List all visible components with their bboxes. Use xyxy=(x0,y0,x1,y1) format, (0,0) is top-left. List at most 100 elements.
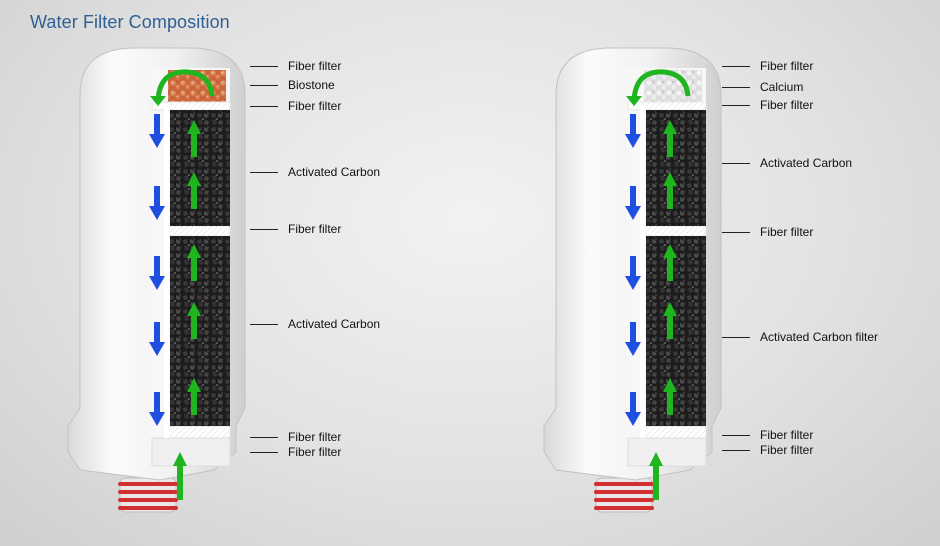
up-flow-arrow-2-head xyxy=(187,172,201,186)
up-flow-arrow-5-shaft xyxy=(667,391,673,415)
up-flow-arrow-4-head xyxy=(187,302,201,316)
fiber-layer-bottom xyxy=(643,425,707,439)
up-flow-arrow-2-shaft xyxy=(191,185,197,209)
down-flow-arrow-5-head xyxy=(625,412,641,426)
layer-label-text: Fiber filter xyxy=(288,59,342,73)
up-flow-arrow-5-head xyxy=(187,378,201,392)
seal-ring-4 xyxy=(594,506,654,510)
activated-carbon-upper xyxy=(646,110,706,226)
center-tube-wall xyxy=(640,104,645,438)
layer-label-text: Fiber filter xyxy=(760,428,814,442)
leader-line xyxy=(722,162,750,164)
inlet-flow-arrow-tail xyxy=(653,488,659,500)
layer-label-text: Fiber filter xyxy=(288,430,342,444)
leader-line xyxy=(722,65,750,67)
fiber-layer-upper xyxy=(151,101,231,111)
filter-cartridge-2 xyxy=(543,47,722,513)
down-flow-arrow-3-shaft xyxy=(154,256,160,278)
down-flow-arrow-5-shaft xyxy=(630,392,636,414)
leader-line xyxy=(250,323,278,325)
up-flow-arrow-1-shaft xyxy=(191,133,197,157)
seal-ring-1 xyxy=(118,482,178,486)
down-flow-arrow-1-head xyxy=(149,134,165,148)
layer-label-1-8: Fiber filter xyxy=(250,445,341,459)
leader-line xyxy=(722,449,750,451)
up-flow-arrow-3-shaft xyxy=(191,257,197,281)
up-flow-arrow-4-shaft xyxy=(667,315,673,339)
down-flow-arrow-4-head xyxy=(149,342,165,356)
return-flow-arc-head xyxy=(150,96,166,106)
layer-label-text: Fiber filter xyxy=(288,222,342,236)
layer-label-text: Activated Carbon xyxy=(760,156,853,170)
fiber-layer-base xyxy=(151,437,231,467)
fiber-layer-upper xyxy=(627,101,707,111)
down-flow-arrow-3-shaft xyxy=(630,256,636,278)
leader-line xyxy=(250,65,278,67)
layer-label-text: Fiber filter xyxy=(760,443,814,457)
leader-line xyxy=(250,451,278,453)
leader-line xyxy=(722,104,750,106)
inlet-flow-arrow-shaft xyxy=(653,465,659,489)
layer-label-text: Fiber filter xyxy=(760,98,814,112)
leader-line xyxy=(722,434,750,436)
fiber-layer-base xyxy=(627,437,707,467)
return-flow-arc-head xyxy=(626,96,642,106)
up-flow-arrow-1-head xyxy=(663,120,677,134)
leader-line xyxy=(250,105,278,107)
leader-line xyxy=(722,86,750,88)
layer-label-1-2: Biostone xyxy=(250,78,335,92)
seal-ring-1 xyxy=(594,482,654,486)
leader-line xyxy=(722,336,750,338)
seal-ring-3 xyxy=(118,498,178,502)
leader-line xyxy=(250,228,278,230)
seal-ring-2 xyxy=(594,490,654,494)
return-flow-arc xyxy=(155,69,215,101)
down-flow-arrow-1-shaft xyxy=(630,114,636,136)
layer-label-1-6: Activated Carbon xyxy=(250,317,380,331)
up-flow-arrow-1-shaft xyxy=(667,133,673,157)
filter-cartridge-1 xyxy=(67,47,246,513)
up-flow-arrow-2-shaft xyxy=(667,185,673,209)
layer-label-2-5: Fiber filter xyxy=(722,225,813,239)
inlet-flow-arrow-head xyxy=(173,452,187,466)
down-flow-arrow-3-head xyxy=(625,276,641,290)
layer-label-2-6: Activated Carbon filter xyxy=(722,330,878,344)
leader-line xyxy=(250,436,278,438)
down-flow-arrow-4-head xyxy=(625,342,641,356)
layer-label-text: Fiber filter xyxy=(760,225,814,239)
layer-label-text: Fiber filter xyxy=(288,445,342,459)
fiber-layer-middle xyxy=(167,225,231,237)
up-flow-arrow-5-head xyxy=(663,378,677,392)
down-flow-arrow-2-shaft xyxy=(154,186,160,208)
activated-carbon-lower xyxy=(170,236,230,426)
layer-label-1-1: Fiber filter xyxy=(250,59,341,73)
layer-label-2-2: Calcium xyxy=(722,80,803,94)
center-tube-wall xyxy=(164,104,169,438)
seal-ring-4 xyxy=(118,506,178,510)
layer-label-1-4: Activated Carbon xyxy=(250,165,380,179)
up-flow-arrow-5-shaft xyxy=(191,391,197,415)
layer-label-1-7: Fiber filter xyxy=(250,430,341,444)
layer-label-2-1: Fiber filter xyxy=(722,59,813,73)
layer-label-2-7: Fiber filter xyxy=(722,428,813,442)
down-flow-arrow-2-shaft xyxy=(630,186,636,208)
fiber-layer-middle xyxy=(643,225,707,237)
down-flow-arrow-2-head xyxy=(149,206,165,220)
layer-label-text: Fiber filter xyxy=(760,59,814,73)
layer-label-text: Activated Carbon xyxy=(288,165,381,179)
down-flow-arrow-4-shaft xyxy=(630,322,636,344)
layer-label-1-5: Fiber filter xyxy=(250,222,341,236)
down-flow-arrow-1-shaft xyxy=(154,114,160,136)
layer-label-2-8: Fiber filter xyxy=(722,443,813,457)
up-flow-arrow-3-head xyxy=(187,244,201,258)
up-flow-arrow-4-head xyxy=(663,302,677,316)
activated-carbon-lower xyxy=(646,236,706,426)
leader-line xyxy=(250,171,278,173)
layer-label-2-4: Activated Carbon xyxy=(722,156,852,170)
layer-label-text: Calcium xyxy=(760,80,804,94)
layer-label-text: Biostone xyxy=(288,78,335,92)
layer-label-text: Fiber filter xyxy=(288,99,342,113)
down-flow-arrow-5-head xyxy=(149,412,165,426)
up-flow-arrow-2-head xyxy=(663,172,677,186)
layer-label-1-3: Fiber filter xyxy=(250,99,341,113)
